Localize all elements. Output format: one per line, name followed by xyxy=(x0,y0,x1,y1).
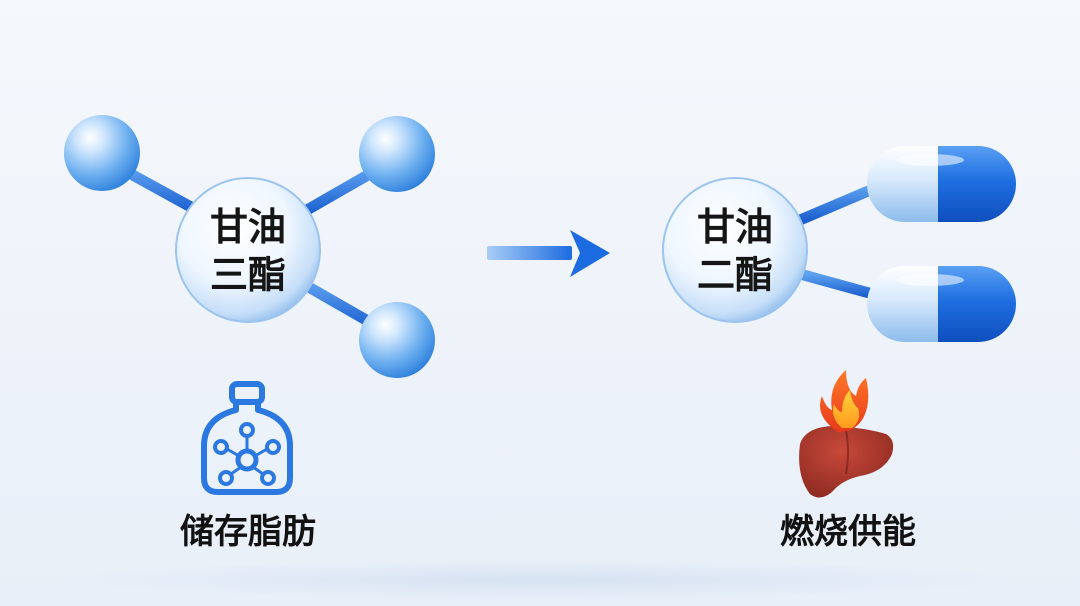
diglyceride-molecule xyxy=(662,146,1016,342)
core-label-line2: 三酯 xyxy=(209,253,286,297)
caption-store-fat: 储存脂肪 xyxy=(180,512,316,552)
core-label-line1: 甘油 xyxy=(696,205,773,249)
bond-lower xyxy=(794,268,886,302)
liver-flame-icon xyxy=(799,370,894,498)
bond-upper xyxy=(794,180,886,226)
diglyceride-core-label: 甘油 二酯 xyxy=(665,203,805,299)
caption-burn-energy: 燃烧供能 xyxy=(780,512,916,552)
core-label-line2: 二酯 xyxy=(696,253,773,297)
glycerol-core-right xyxy=(662,177,808,323)
capsule-upper xyxy=(867,146,1016,222)
bond-top-left xyxy=(114,162,206,218)
fat-storage-jar-icon xyxy=(201,381,293,495)
core-label-line1: 甘油 xyxy=(209,205,286,249)
atom-bottom-right xyxy=(359,302,435,378)
atom-top-right xyxy=(359,116,435,192)
atom-top-left xyxy=(64,115,140,191)
floor-shadow xyxy=(60,560,1020,600)
glycerol-core-left xyxy=(175,177,321,323)
triglyceride-molecule xyxy=(64,115,435,378)
capsule-lower xyxy=(867,266,1016,342)
triglyceride-core-label: 甘油 三酯 xyxy=(178,203,318,299)
conversion-arrow-icon xyxy=(487,230,610,277)
